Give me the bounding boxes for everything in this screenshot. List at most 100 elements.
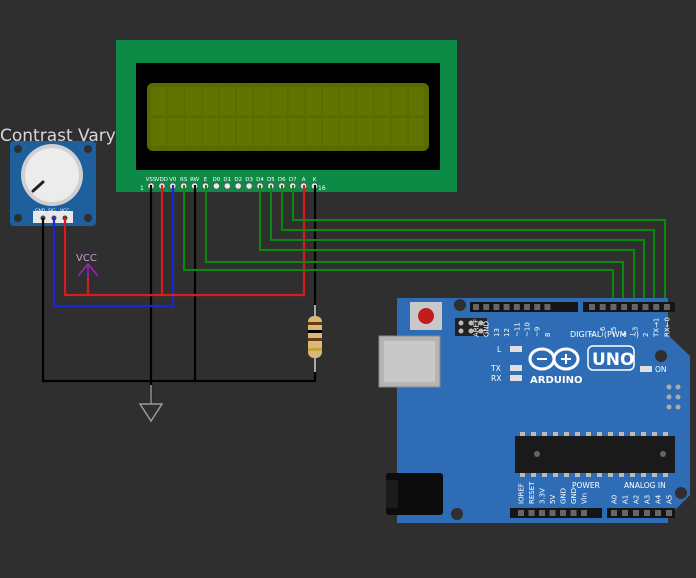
lcd-pin-d1[interactable]: [223, 182, 231, 190]
arduino-brand: ARDUINO: [530, 375, 582, 386]
lcd-char-cell: [168, 87, 184, 115]
digital-pin-socket[interactable]: [524, 304, 530, 310]
icsp-header-right: [665, 382, 683, 412]
digital-pin-socket[interactable]: [663, 304, 670, 310]
lcd-char-cell: [305, 87, 322, 115]
lcd-char-cell: [254, 118, 270, 146]
analog-pin-socket[interactable]: [611, 510, 617, 516]
lcd-pin-label: D1: [223, 177, 231, 183]
lcd-char-cell: [391, 118, 408, 146]
digital-pin-label: 4: [621, 332, 629, 337]
arduino-mount-hole: [454, 299, 466, 311]
digital-pin-socket[interactable]: [483, 304, 490, 310]
analog-pin-socket[interactable]: [644, 510, 650, 516]
arduino-logo-icon: [528, 347, 580, 371]
chip-leg: [520, 432, 525, 436]
power-pin-socket[interactable]: [581, 510, 587, 516]
power-pin-label: 3.3V: [539, 488, 547, 504]
lcd-pin-d3[interactable]: [245, 182, 253, 190]
chip-leg: [608, 432, 613, 436]
icsp-header-top: [455, 318, 487, 336]
digital-pin-socket[interactable]: [631, 304, 638, 310]
digital-pin-socket[interactable]: [642, 304, 649, 310]
analog-pin-socket[interactable]: [666, 510, 672, 516]
analog-pin-socket[interactable]: [655, 510, 661, 516]
power-pin-socket[interactable]: [518, 510, 524, 516]
potentiometer-knob-face: [25, 148, 79, 202]
lcd-char-cell: [357, 118, 373, 146]
chip-leg: [641, 432, 646, 436]
chip-leg: [652, 432, 657, 436]
chip-leg: [575, 432, 580, 436]
wire-d4-to-d5[interactable]: [259, 185, 635, 305]
analog-pin-socket[interactable]: [633, 510, 639, 516]
lcd-char-cell: [151, 118, 167, 146]
lcd-pin-d2[interactable]: [234, 182, 242, 190]
lcd-pin-label: VDD: [156, 177, 168, 183]
power-pin-socket[interactable]: [560, 510, 566, 516]
wire-d5-to-d4[interactable]: [270, 185, 645, 305]
lcd-pin-label: V0: [169, 177, 177, 183]
lcd-char-cell: [323, 118, 339, 146]
power-pin-socket[interactable]: [570, 510, 577, 516]
reset-button[interactable]: [418, 308, 434, 324]
digital-pin-socket[interactable]: [621, 304, 628, 310]
lcd-pin-label: D5: [267, 177, 275, 183]
lcd-char-cell: [409, 118, 425, 146]
analog-pin-socket[interactable]: [622, 510, 628, 516]
potentiometer[interactable]: GND SIG VCC: [10, 141, 96, 226]
digital-pin-socket[interactable]: [610, 304, 617, 310]
lcd-pin-last-number: 16: [318, 185, 326, 192]
analog-pin-label: A4: [655, 494, 663, 504]
analog-pin-label: A1: [622, 495, 630, 504]
lcd-pin-label: D2: [234, 177, 242, 183]
power-jack[interactable]: [386, 473, 443, 515]
wire-d7-to-d2[interactable]: [292, 185, 666, 305]
arduino-mount-hole: [675, 487, 687, 499]
digital-pin-socket[interactable]: [653, 304, 660, 310]
resistor[interactable]: [308, 305, 322, 372]
lcd-pin-label: A: [302, 177, 306, 183]
lcd-pin-label: D0: [213, 177, 221, 183]
resistor-band-2: [308, 330, 322, 333]
chip-leg: [520, 473, 525, 477]
digital-pin-label: GND: [483, 321, 491, 337]
digital-pin-socket[interactable]: [544, 304, 551, 310]
power-label: POWER: [572, 481, 600, 490]
led-on-label: ON: [655, 365, 667, 374]
led-l: [510, 346, 522, 352]
digital-pin-socket[interactable]: [503, 304, 510, 310]
chip-leg: [652, 473, 657, 477]
lcd-char-cell: [237, 118, 253, 146]
wire-d6-to-d3[interactable]: [281, 185, 655, 305]
digital-pin-socket[interactable]: [599, 304, 606, 310]
wire-v0-contrast[interactable]: [52, 185, 175, 308]
digital-pin-socket[interactable]: [473, 304, 479, 310]
wire-rs-to-d7[interactable]: [183, 185, 614, 305]
ground-symbol: [138, 385, 164, 423]
potentiometer-indicator: [31, 180, 45, 193]
lcd-pin-label: D3: [245, 177, 253, 183]
lcd-char-cell: [202, 87, 218, 115]
power-pin-socket[interactable]: [539, 510, 545, 516]
power-pin-socket[interactable]: [549, 510, 556, 516]
wire-gnd-bus[interactable]: [41, 185, 317, 383]
digital-pin-socket[interactable]: [589, 304, 595, 310]
wire-e-to-d6[interactable]: [205, 185, 624, 305]
chip-leg: [553, 473, 558, 477]
digital-pin-label: ~11: [513, 322, 521, 337]
digital-pin-socket[interactable]: [534, 304, 541, 310]
power-pin-socket[interactable]: [528, 510, 535, 516]
lcd-pin-d0[interactable]: [212, 182, 220, 190]
digital-pin-label: AREF: [473, 319, 481, 337]
wires-blue: [52, 185, 175, 308]
lcd-char-cell: [271, 118, 287, 146]
chip-leg: [531, 432, 536, 436]
digital-pin-socket[interactable]: [493, 304, 500, 310]
lcd-char-cell: [219, 87, 236, 115]
digital-pin-socket[interactable]: [513, 304, 520, 310]
chip-leg: [564, 473, 569, 477]
